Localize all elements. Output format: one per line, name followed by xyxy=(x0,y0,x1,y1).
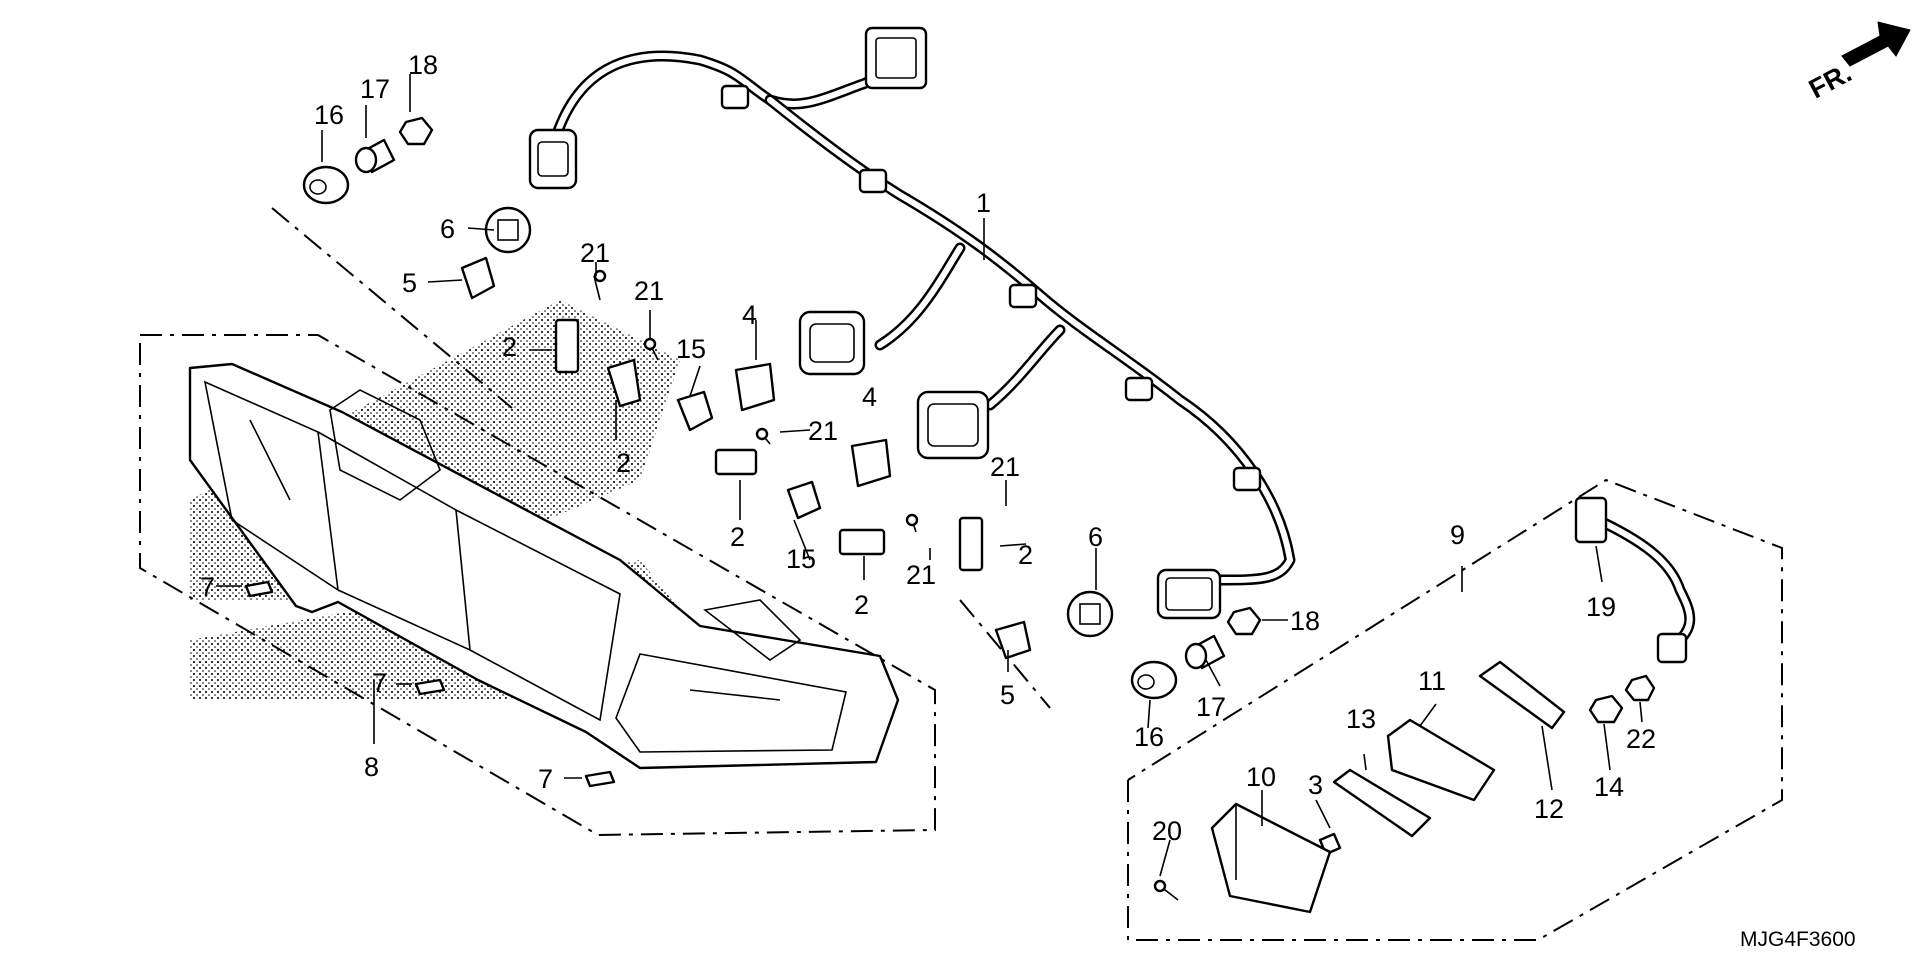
callout-stay-c: 2 xyxy=(730,522,745,552)
collar-icon xyxy=(354,138,1226,670)
callout-pad-b: 7 xyxy=(372,668,387,698)
callout-grommet-right: 16 xyxy=(1134,722,1164,752)
callout-plate-bulb: 3 xyxy=(1308,770,1323,800)
callout-stay-e: 2 xyxy=(1018,540,1033,570)
pad-icon xyxy=(244,580,616,788)
callout-socket-lower: 4 xyxy=(862,382,877,412)
screw-icon xyxy=(593,269,1179,901)
callout-license-light-assy: 9 xyxy=(1450,520,1465,550)
callout-pad-a: 7 xyxy=(200,572,215,602)
callout-taillight-assy: 8 xyxy=(364,752,379,782)
taillight-unit xyxy=(188,362,900,770)
stay-icon xyxy=(554,318,984,572)
license-light-lens-icon xyxy=(1210,802,1332,914)
callout-stay-a: 2 xyxy=(502,332,517,362)
callout-socket-right: 6 xyxy=(1088,522,1103,552)
callout-labels: 1 16 17 18 6 5 21 21 2 2 15 4 21 2 4 15 … xyxy=(200,50,1656,846)
wire-harness xyxy=(549,44,1296,586)
callout-bulb-right: 5 xyxy=(1000,680,1015,710)
callout-base: 11 xyxy=(1418,666,1446,696)
callout-lens: 10 xyxy=(1246,762,1276,792)
callout-socket-left: 6 xyxy=(440,214,455,244)
callout-nut-left: 18 xyxy=(408,50,438,80)
socket-icon xyxy=(484,206,1114,638)
callout-screw-c: 21 xyxy=(808,416,838,446)
callout-grommet-left: 16 xyxy=(314,100,344,130)
sub-harness-icon xyxy=(1574,496,1696,664)
license-light-base-icon xyxy=(1386,718,1496,802)
callout-screw-e: 21 xyxy=(990,452,1020,482)
plate-stay-icon xyxy=(1478,660,1566,730)
callout-socket-upper: 4 xyxy=(742,300,757,330)
callout-stay-d: 2 xyxy=(854,590,869,620)
connector-icon xyxy=(528,26,1222,620)
callout-bulb-upper: 15 xyxy=(676,334,706,364)
diagram-code: MJG4F3600 xyxy=(1740,928,1856,951)
callout-sub-harness: 19 xyxy=(1586,592,1616,622)
callout-bulb-left: 5 xyxy=(402,268,417,298)
callout-nut: 14 xyxy=(1594,772,1624,802)
front-direction-arrow-icon xyxy=(1841,21,1911,67)
callout-screw-b: 21 xyxy=(634,276,664,306)
callout-stay-b: 2 xyxy=(616,448,631,478)
gasket-icon xyxy=(1332,768,1432,838)
callout-screw-lens: 20 xyxy=(1152,816,1182,846)
callout-collar-left: 17 xyxy=(360,74,390,104)
callout-bulb-lower: 15 xyxy=(786,544,816,574)
nut-icon xyxy=(398,116,1656,724)
callout-gasket: 13 xyxy=(1346,704,1376,734)
callout-screw-d: 21 xyxy=(906,560,936,590)
grommet-icon xyxy=(302,165,1178,700)
license-light-group-outline xyxy=(1127,478,1783,941)
callout-harness: 1 xyxy=(976,188,991,218)
leader-lines xyxy=(216,74,1643,877)
callout-screw-a: 21 xyxy=(580,238,610,268)
callout-collar-right: 17 xyxy=(1196,692,1226,722)
callout-washer: 22 xyxy=(1626,724,1656,754)
callout-plate-stay: 12 xyxy=(1534,794,1564,824)
callout-pad-c: 7 xyxy=(538,764,553,794)
harness-clip-icon xyxy=(720,84,1262,492)
callout-nut-right: 18 xyxy=(1290,606,1320,636)
